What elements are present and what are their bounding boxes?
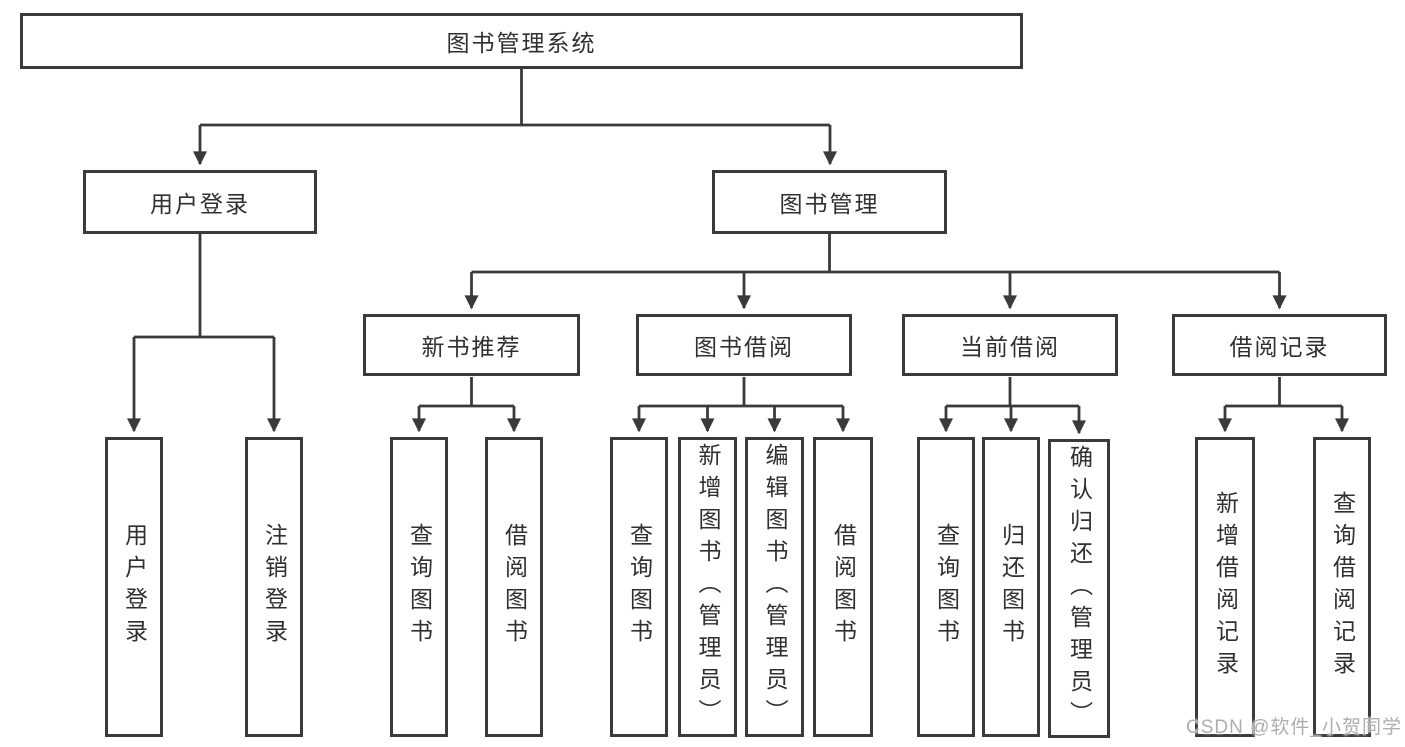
leaf-query-books-borrowing: 查询图书	[610, 437, 668, 737]
node-label: 图书管理	[779, 191, 880, 217]
node-label: 查询图书	[626, 523, 653, 651]
node-borrowing-records: 借阅记录	[1172, 314, 1387, 376]
leaf-user-login: 用户登录	[105, 437, 163, 737]
node-label: 借阅图书	[830, 523, 857, 651]
node-label: 用户登录	[121, 523, 148, 651]
node-new-book-recommendation: 新书推荐	[363, 314, 580, 376]
node-label: 查询借阅记录	[1329, 491, 1356, 683]
node-label: 图书管理系统	[446, 30, 597, 56]
node-library-management-system: 图书管理系统	[20, 13, 1023, 69]
leaf-logout: 注销登录	[245, 437, 303, 737]
node-book-borrowing: 图书借阅	[636, 314, 852, 376]
leaf-confirm-return-admin: 确认归还（管理员）	[1048, 439, 1110, 738]
node-label: 新书推荐	[421, 334, 522, 360]
node-label: 确认归还（管理员）	[1066, 444, 1093, 733]
leaf-query-borrow-record: 查询借阅记录	[1313, 437, 1371, 737]
leaf-query-books-current: 查询图书	[917, 437, 975, 737]
node-label: 新增借阅记录	[1212, 491, 1239, 683]
node-label: 图书借阅	[694, 334, 794, 360]
node-label: 查询图书	[933, 523, 960, 651]
node-label: 编辑图书（管理员）	[762, 443, 788, 731]
node-book-management: 图书管理	[712, 170, 947, 234]
node-user-login: 用户登录	[83, 170, 317, 234]
csdn-watermark: CSDN @软件_小贺同学	[1186, 717, 1402, 738]
node-label: 当前借阅	[960, 334, 1060, 360]
leaf-borrow-books-recommend: 借阅图书	[485, 437, 543, 737]
leaf-return-books: 归还图书	[982, 437, 1040, 737]
leaf-borrow-books-borrowing: 借阅图书	[813, 437, 873, 737]
node-current-borrowing: 当前借阅	[902, 314, 1118, 376]
node-label: 借阅图书	[501, 523, 528, 651]
node-label: 归还图书	[998, 523, 1025, 651]
node-label: 用户登录	[150, 191, 250, 217]
leaf-add-borrow-record: 新增借阅记录	[1195, 437, 1255, 737]
leaf-edit-book-admin: 编辑图书（管理员）	[745, 437, 804, 737]
leaf-add-book-admin: 新增图书（管理员）	[678, 437, 737, 737]
node-label: 注销登录	[261, 523, 288, 651]
node-label: 借阅记录	[1229, 334, 1330, 360]
leaf-query-books-recommend: 查询图书	[390, 437, 448, 737]
node-label: 新增图书（管理员）	[695, 443, 721, 731]
node-label: 查询图书	[406, 523, 433, 651]
